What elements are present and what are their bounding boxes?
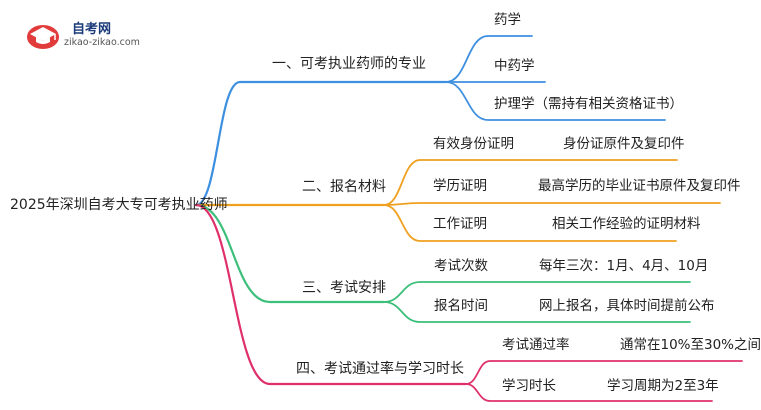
material-work-value: 相关工作经验的证明材料 (552, 216, 701, 232)
leaf-connector (383, 202, 721, 206)
leaf-connector (383, 204, 677, 242)
branch-pass-rate: 四、考试通过率与学习时长 (296, 361, 464, 377)
leaf-connector (383, 301, 691, 323)
material-edu-label: 学历证明 (433, 178, 487, 194)
schedule-count-label: 考试次数 (434, 258, 488, 274)
material-work-label: 工作证明 (433, 216, 487, 232)
branch-connector (194, 80, 448, 207)
leaf-connector (445, 81, 666, 121)
schedule-reg-label: 报名时间 (434, 298, 488, 314)
leaf-connector (465, 383, 713, 402)
material-id-value: 身份证原件及复印件 (563, 136, 685, 152)
logo-subtitle: zikao-zikao.com (64, 37, 140, 48)
branch-connector (194, 203, 386, 304)
pass-rate-value: 通常在10%至30%之间 (620, 337, 761, 353)
branch-materials: 二、报名材料 (302, 179, 386, 195)
major-pharmacy: 药学 (494, 12, 521, 28)
study-time-value: 学习周期为2至3年 (607, 378, 719, 394)
major-nursing: 护理学（需持有相关资格证书） (494, 96, 683, 112)
major-tcm-pharmacy: 中药学 (494, 58, 535, 74)
study-time-label: 学习时长 (502, 378, 556, 394)
branch-schedule: 三、考试安排 (302, 280, 386, 296)
leaf-connector (465, 360, 743, 385)
pass-rate-label: 考试通过率 (502, 337, 570, 353)
material-edu-value: 最高学历的毕业证书原件及复印件 (538, 178, 741, 194)
branch-majors: 一、可考执业药师的专业 (272, 56, 426, 72)
branch-connector (194, 203, 468, 386)
leaf-connector (383, 159, 678, 206)
schedule-reg-value: 网上报名，具体时间提前公布 (539, 298, 715, 314)
material-id-label: 有效身份证明 (433, 136, 514, 152)
graduation-cap-icon (27, 25, 59, 49)
leaf-connector (383, 281, 691, 303)
site-logo: 自考网 zikao-zikao.com (26, 18, 146, 52)
logo-title: 自考网 (72, 22, 112, 37)
leaf-connector (445, 35, 533, 83)
root-node: 2025年深圳自考大专可考执业药师 (10, 197, 228, 213)
schedule-count-value: 每年三次：1月、4月、10月 (539, 258, 709, 274)
